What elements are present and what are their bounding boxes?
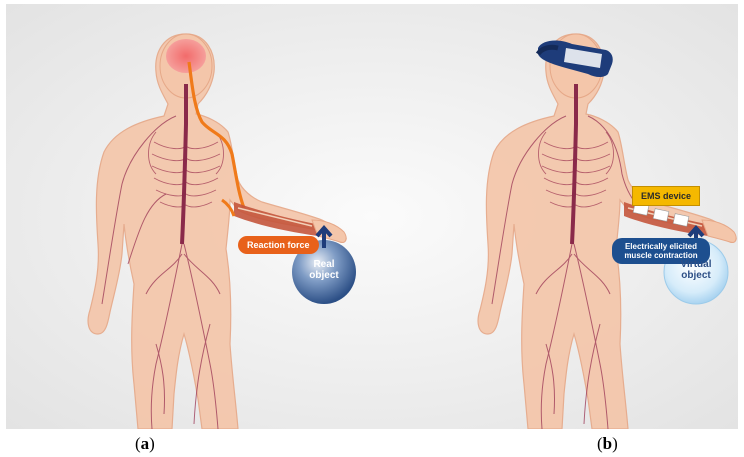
virtual-object-label-line1: Virtual [681, 259, 712, 270]
figure-canvas: Reaction force Real object EMS device El… [6, 4, 738, 429]
ems-device-label: EMS device [632, 186, 700, 206]
real-object-label-line2: object [309, 270, 338, 281]
figure-illustration [6, 4, 738, 429]
caption-a: (a) [135, 434, 155, 454]
virtual-object-label: Virtual object [669, 259, 723, 281]
caption-b: (b) [597, 434, 618, 454]
virtual-object-label-line2: object [681, 270, 710, 281]
real-object-label: Real object [297, 259, 351, 281]
real-object-label-line1: Real [313, 259, 334, 270]
caption-a-letter: a [141, 434, 150, 453]
caption-b-letter: b [603, 434, 612, 453]
reaction-force-label: Reaction force [238, 236, 319, 254]
panel-a-brain [166, 39, 206, 73]
